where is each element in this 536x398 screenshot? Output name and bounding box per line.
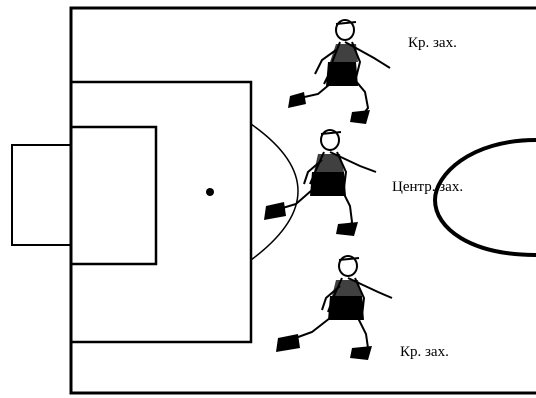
penalty-area (69, 80, 253, 344)
player-figure-bottom (276, 255, 393, 360)
label-left-back: Кр. зах. (400, 344, 449, 360)
penalty-spot (206, 188, 214, 196)
goal-area (69, 125, 158, 266)
label-center-back: Центр. зах. (392, 179, 464, 195)
penalty-arc (250, 123, 299, 261)
goal (11, 144, 72, 246)
label-right-back: Кр. зах. (408, 35, 457, 51)
player-figure-top (288, 19, 391, 124)
player-figure-middle (264, 129, 377, 236)
centre-circle (432, 138, 536, 257)
